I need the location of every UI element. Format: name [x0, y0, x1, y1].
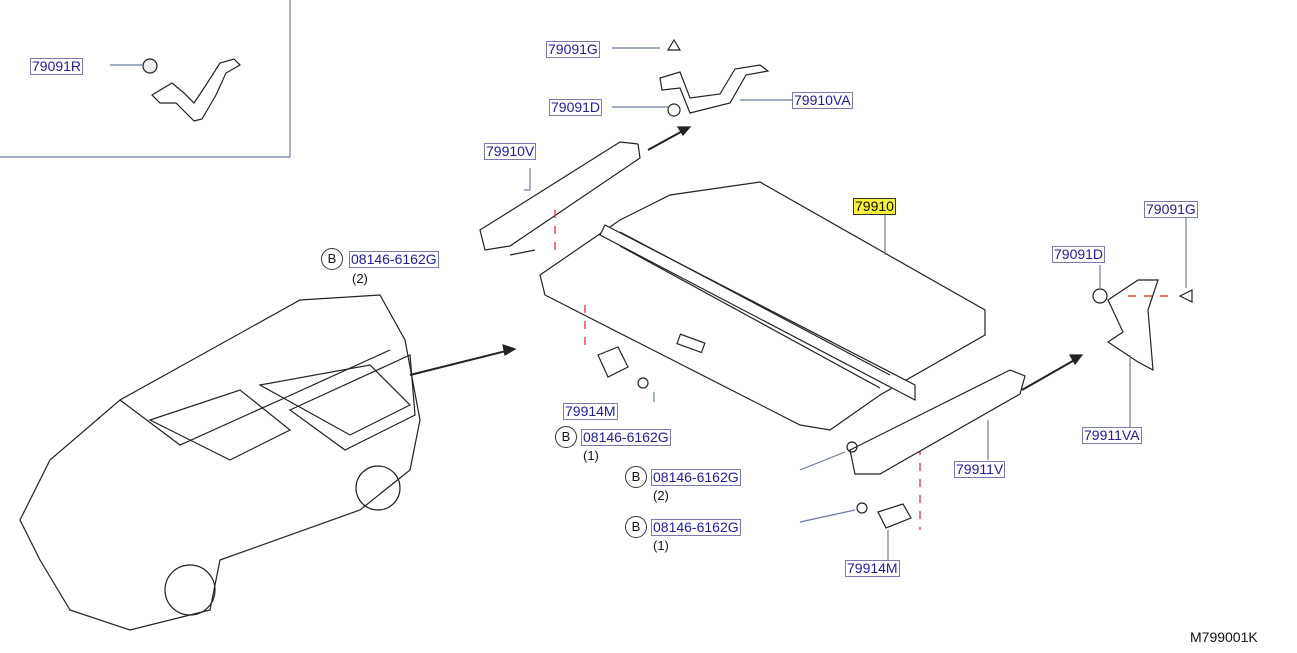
clips-and-bolts — [597, 346, 912, 560]
label-79091R[interactable]: 79091R — [30, 58, 84, 75]
bolt-qty: (1) — [583, 448, 599, 463]
van-illustration — [19, 294, 421, 631]
label-bolt-3[interactable]: 08146-6162G — [651, 469, 741, 486]
label-79091G-top[interactable]: 79091G — [546, 41, 600, 58]
left-holder-79910V — [479, 141, 641, 256]
label-79091D-right[interactable]: 79091D — [1052, 246, 1106, 263]
inset-bracket — [110, 58, 241, 122]
bolt-qty: (2) — [653, 488, 669, 503]
bolt-qty: (2) — [352, 271, 368, 286]
diagram-code: M799001K — [1190, 629, 1258, 645]
bolt-ref-circle: B — [625, 466, 647, 488]
arrow-right — [1021, 357, 1079, 391]
bolt-qty: (1) — [653, 538, 669, 553]
right-holder-79911V — [849, 369, 1026, 475]
bolt-ref-circle: B — [555, 426, 577, 448]
label-79911VA[interactable]: 79911VA — [1082, 427, 1142, 444]
top-bracket — [612, 38, 792, 117]
label-bolt-4[interactable]: 08146-6162G — [651, 519, 741, 536]
bolt-ref-circle: B — [625, 516, 647, 538]
label-79911V[interactable]: 79911V — [954, 461, 1006, 478]
label-bolt-1[interactable]: 08146-6162G — [349, 251, 439, 268]
label-79910[interactable]: 79910 — [853, 198, 896, 215]
bolt-ref-circle: B — [321, 248, 343, 270]
label-79910V[interactable]: 79910V — [484, 143, 537, 160]
label-79091G-right[interactable]: 79091G — [1144, 201, 1198, 218]
label-79914M-bottom[interactable]: 79914M — [845, 560, 900, 577]
label-79091D-top[interactable]: 79091D — [549, 99, 603, 116]
inset-frame — [0, 0, 291, 158]
label-79914M-left[interactable]: 79914M — [563, 403, 618, 420]
right-bracket — [1092, 218, 1193, 428]
label-bolt-2[interactable]: 08146-6162G — [581, 429, 671, 446]
tonneau-cover-79910 — [539, 181, 986, 431]
arrow-van — [409, 349, 511, 376]
label-79910VA[interactable]: 79910VA — [792, 92, 853, 109]
